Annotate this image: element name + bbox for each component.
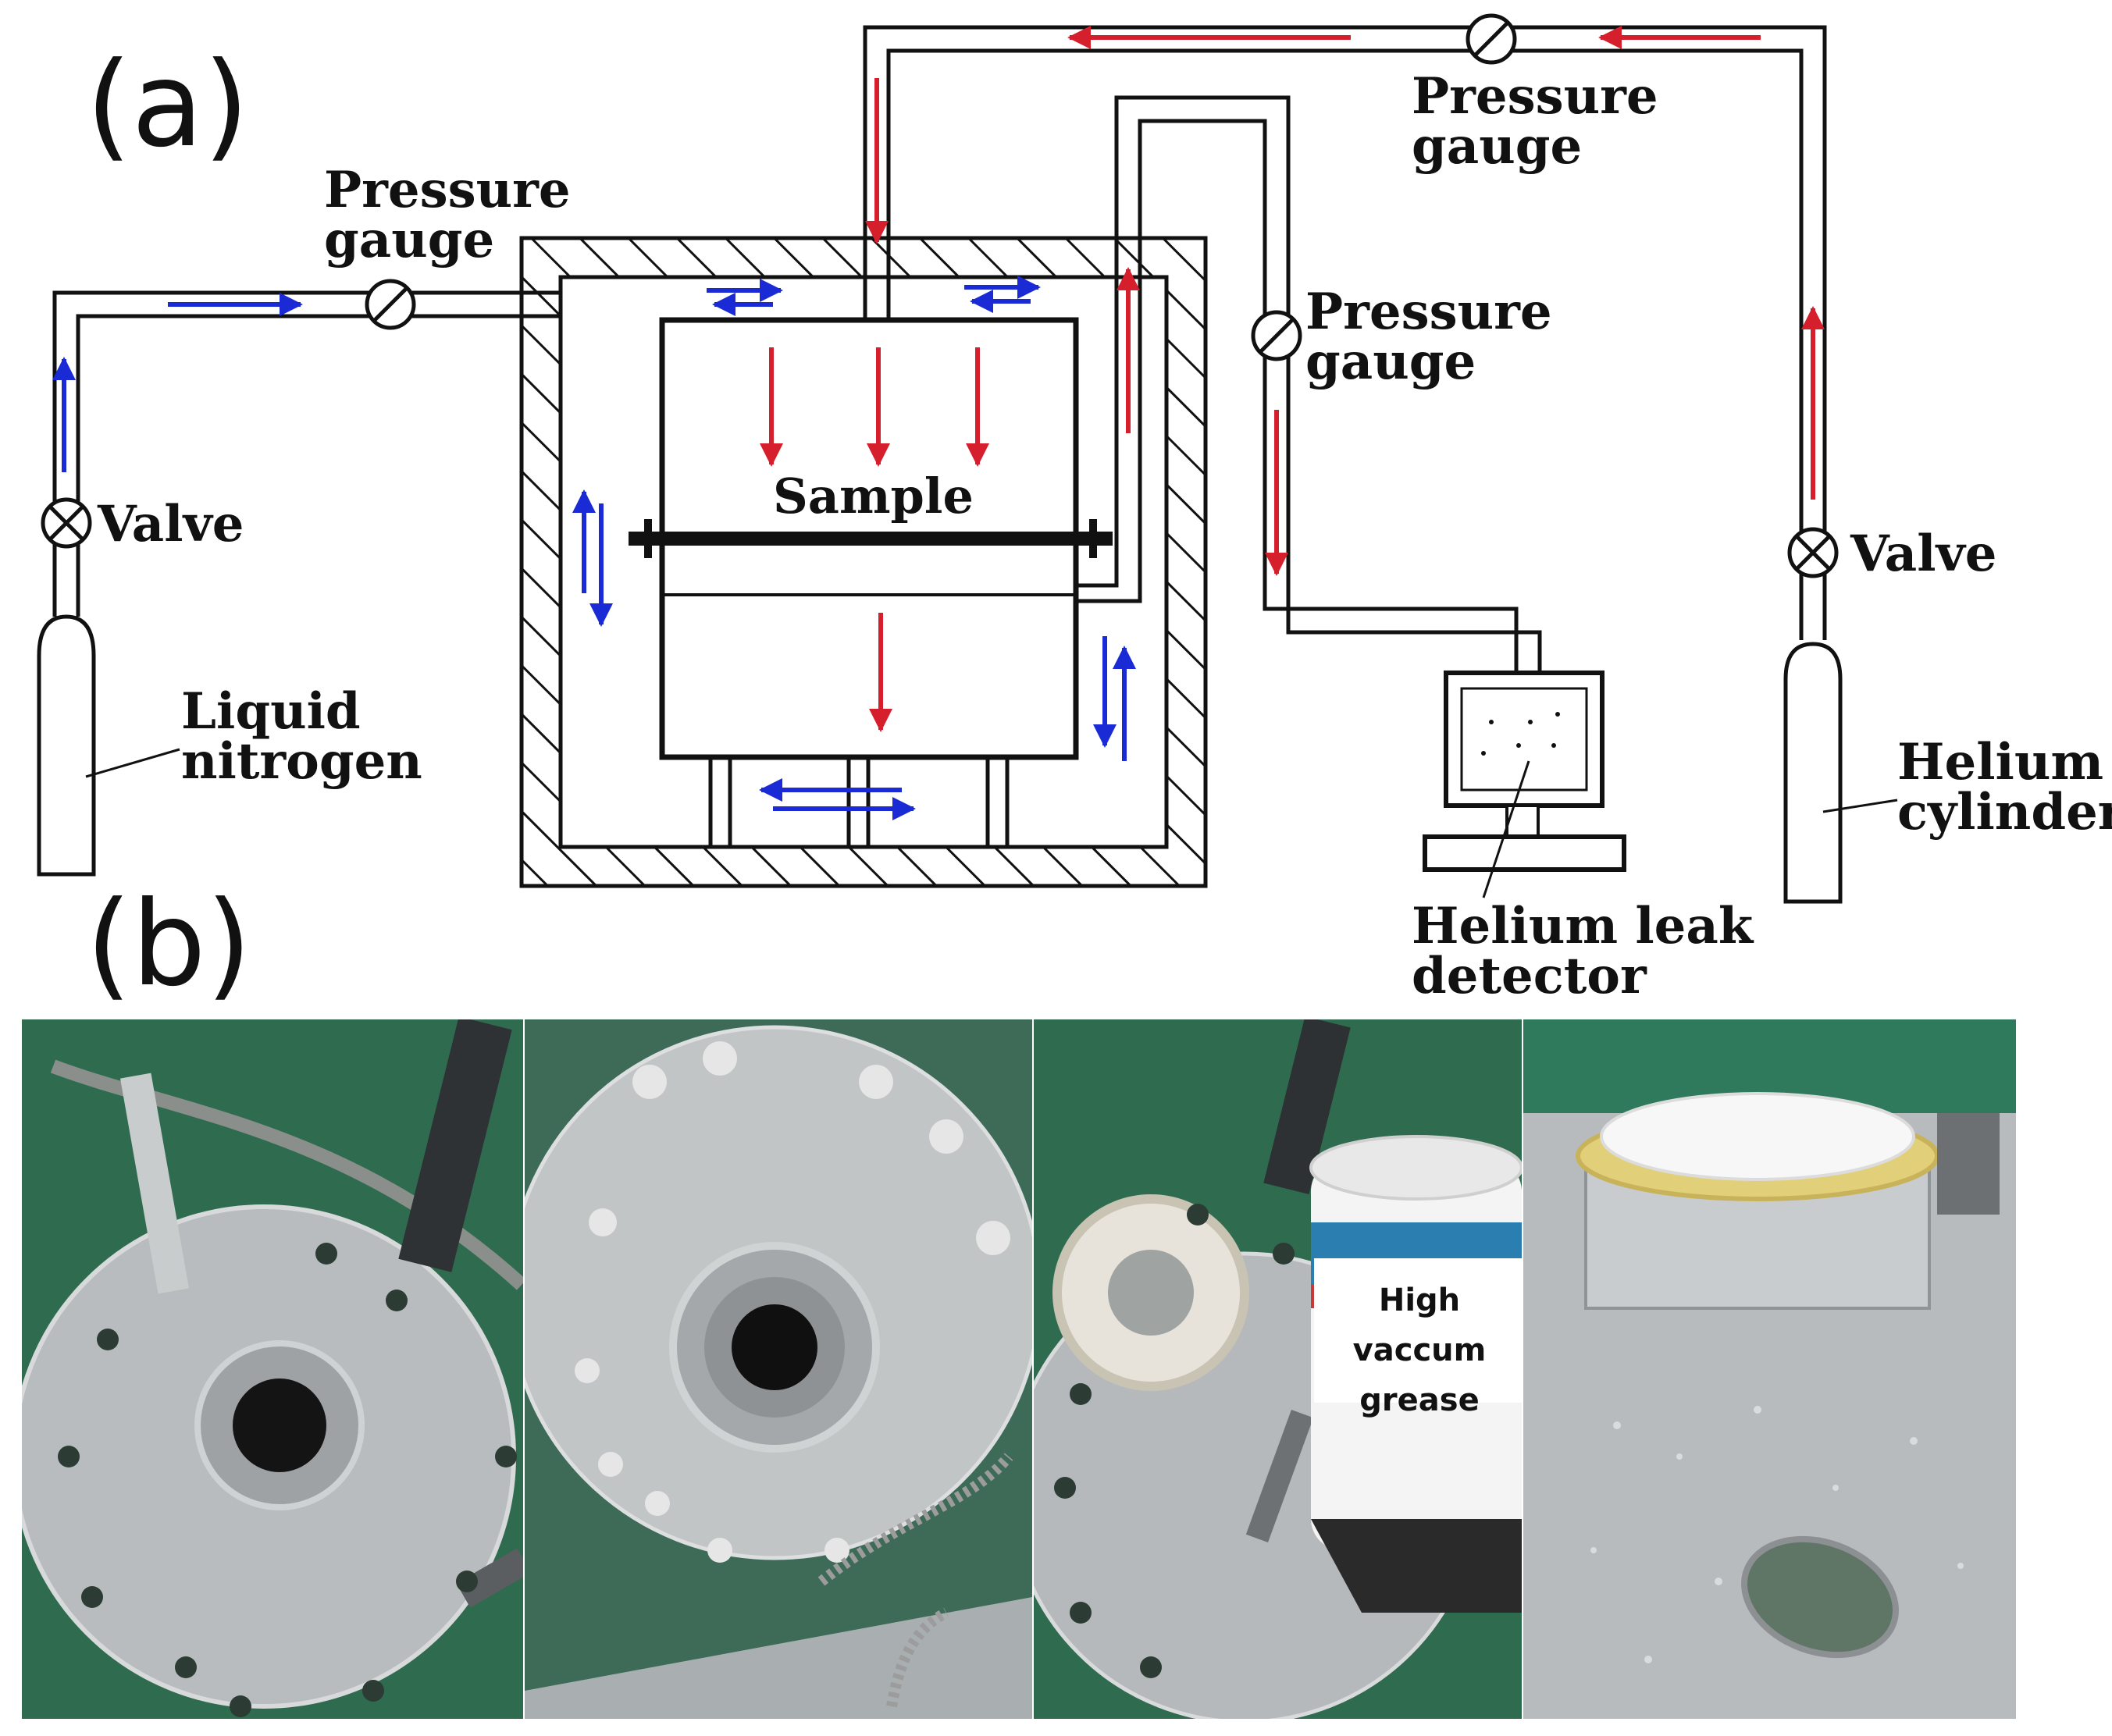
- pressure-gauge-icon: [365, 279, 416, 330]
- label-line: gauge: [1305, 333, 1476, 391]
- label-line: nitrogen: [181, 732, 422, 791]
- sample-label: Sample: [773, 468, 974, 525]
- liquid-nitrogen-label: Liquid nitrogen: [181, 687, 422, 787]
- sample-cell: [629, 317, 1113, 847]
- panel-label-b: (b): [86, 877, 252, 1012]
- photo-1-flange-top: [22, 1019, 523, 1719]
- pressure-gauge-icon: [1466, 13, 1517, 65]
- panel-label-a: (a): [86, 37, 249, 173]
- label-line: High vaccum: [1352, 1282, 1487, 1368]
- pressure-gauge-label-mid: Pressure gauge: [1305, 287, 1552, 387]
- label-line: cylinder: [1897, 783, 2112, 841]
- label-line: Helium: [1897, 733, 2104, 792]
- helium-cylinder-label: Helium cylinder: [1897, 738, 2112, 838]
- valve-label-right: Valve: [1850, 525, 1997, 583]
- label-line: grease: [1359, 1382, 1480, 1418]
- label-line: gauge: [324, 211, 495, 269]
- label-line: detector: [1412, 947, 1647, 1005]
- label-line: gauge: [1412, 117, 1583, 176]
- label-line: Pressure: [324, 161, 571, 219]
- valve-label-left: Valve: [98, 495, 244, 553]
- nitrogen-flow-arrows: [52, 276, 1136, 820]
- valve-icon: [41, 497, 92, 549]
- photo-4-sample-mounted: [1523, 1019, 2016, 1719]
- valve-icon: [1787, 527, 1839, 578]
- helium-cylinder: [1783, 642, 1898, 904]
- pressure-gauge-label-left: Pressure gauge: [324, 165, 571, 265]
- helium-leak-detector-label: Helium leak detector: [1412, 902, 1753, 1001]
- pressure-gauge-label-top: Pressure gauge: [1412, 72, 1658, 172]
- label-line: Pressure: [1305, 283, 1552, 341]
- pipes: [52, 25, 1827, 673]
- label-line: Liquid: [181, 682, 361, 741]
- pressure-gauge-icon: [1251, 310, 1302, 361]
- helium-leak-detector-icon: [1423, 671, 1626, 898]
- label-line: Helium leak: [1412, 897, 1754, 955]
- schematic-diagram: [37, 13, 1898, 904]
- liquid-nitrogen-cylinder: [37, 614, 180, 877]
- high-vacuum-grease-label: High vaccum grease: [1314, 1258, 1525, 1418]
- label-line: Pressure: [1412, 67, 1658, 126]
- helium-flow-arrows: [760, 26, 1825, 732]
- photo-2-flange-bottom: [525, 1019, 1032, 1719]
